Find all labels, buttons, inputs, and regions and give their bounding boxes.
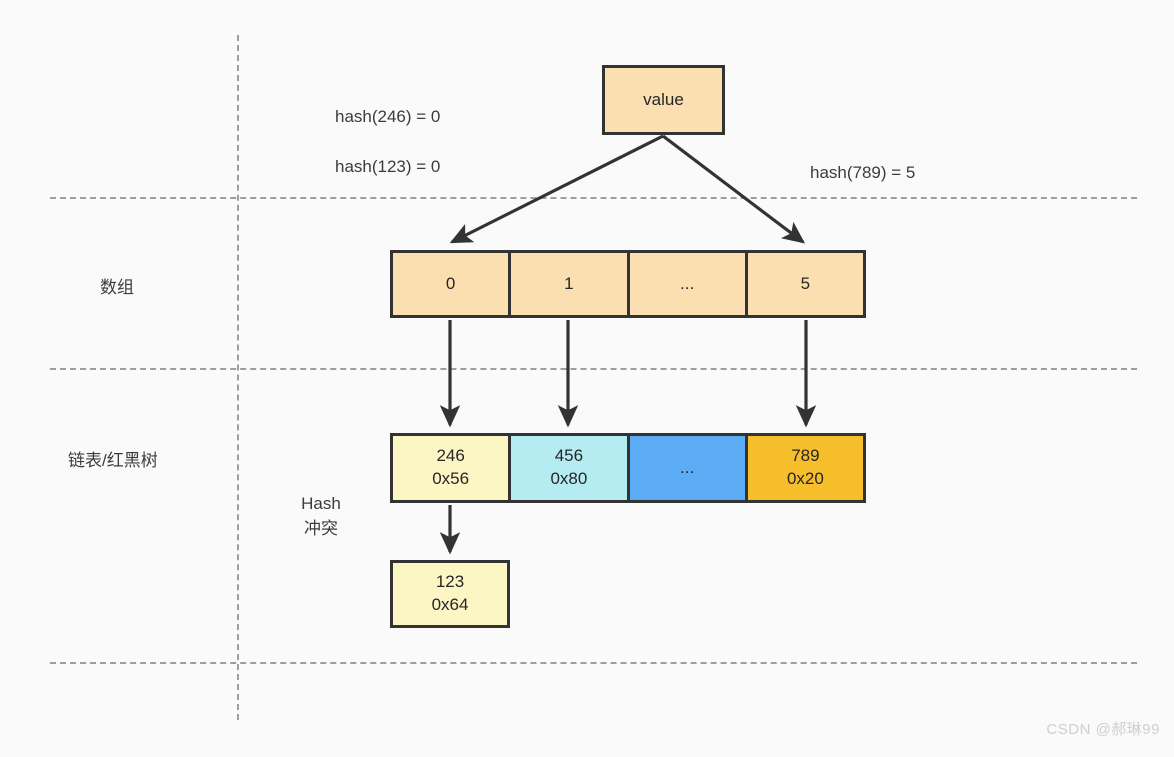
value-node-label: value [643, 89, 684, 109]
array-cell-1-label: 1 [564, 273, 574, 293]
hash-collision-label: Hash 冲突 [301, 494, 341, 538]
bucket-cell-456-addr: 0x80 [550, 469, 588, 488]
bucket-cell-789-addr: 0x20 [786, 469, 824, 488]
bucket-cell-456-key: 456 [554, 446, 584, 466]
array-section-label: 数组 [100, 278, 134, 297]
arrow-value-to-slot0 [449, 134, 664, 244]
bucket-cell-246-key: 246 [436, 446, 465, 466]
array-cell-0-label: 0 [445, 273, 456, 293]
chain-node-123-addr: 0x64 [431, 595, 469, 614]
hash-123-label: hash(123) = 0 [335, 157, 441, 176]
array-cell-ellipsis[interactable]: ... [629, 253, 748, 315]
bucket-section-label: 链表/红黑树 [68, 451, 158, 470]
array-cell-0[interactable]: 0 [393, 253, 512, 315]
chain-node-123-key: 123 [435, 572, 465, 592]
bucket-cell-246[interactable]: 246 0x56 [393, 436, 512, 500]
arrow-value-to-slot5 [662, 134, 806, 244]
hash-246-label: hash(246) = 0 [335, 107, 441, 126]
bucket-cell-789-key: 789 [791, 446, 820, 466]
guide-line-middle [50, 368, 1137, 370]
guide-line-vertical [237, 35, 239, 720]
bucket-cell-456[interactable]: 456 0x80 [511, 436, 630, 500]
bucket-cell-789[interactable]: 789 0x20 [747, 436, 863, 500]
csdn-watermark: CSDN @郝琳99 [1046, 721, 1160, 738]
array-cell-ellipsis-label: ... [680, 273, 695, 293]
hash-array: 0 1 ... 5 [390, 250, 866, 318]
chain-node-123[interactable]: 123 0x64 [390, 560, 510, 628]
bucket-cell-ellipsis-key: ... [680, 457, 695, 477]
array-cell-5-label: 5 [800, 273, 811, 293]
hash-789-label: hash(789) = 5 [810, 163, 916, 182]
array-cell-1[interactable]: 1 [511, 253, 630, 315]
value-node[interactable]: value [602, 65, 725, 135]
bucket-row: 246 0x56 456 0x80 ... 789 0x20 [390, 433, 866, 503]
bucket-cell-ellipsis[interactable]: ... [629, 436, 748, 500]
guide-line-bottom [50, 662, 1137, 664]
array-cell-5[interactable]: 5 [747, 253, 863, 315]
bucket-cell-246-addr: 0x56 [432, 469, 470, 488]
guide-line-top [50, 197, 1137, 199]
